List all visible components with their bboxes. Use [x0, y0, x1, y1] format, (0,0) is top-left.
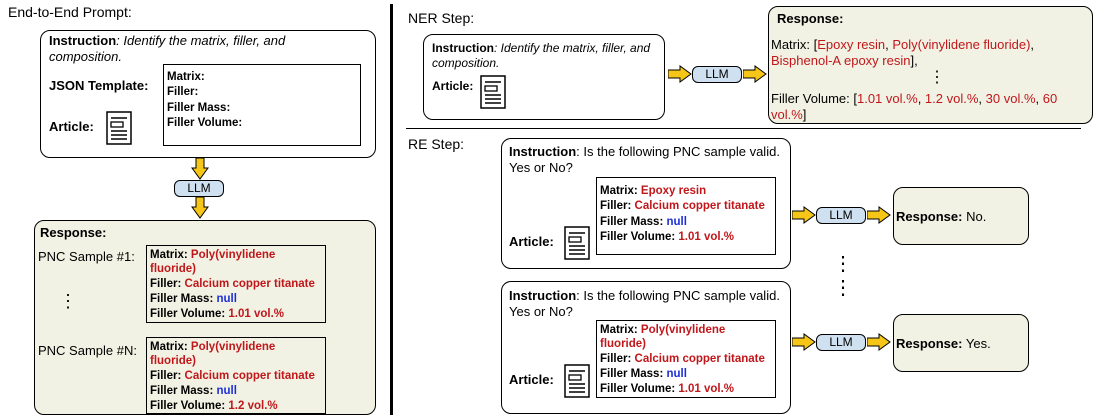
ner-prompt-box: Instruction: Identify the matrix, filler… — [423, 34, 665, 120]
llm-block: LLM — [816, 207, 866, 224]
right-arrow-icon — [792, 333, 816, 351]
instruction-text: Instruction: Identify the matrix, filler… — [49, 33, 286, 64]
re-sample-2-filler-volume: Filler Volume: 1.01 vol.% — [600, 383, 735, 395]
down-arrow-icon — [191, 158, 209, 180]
right-arrow-icon — [743, 65, 767, 83]
template-field-matrix: Matrix: — [167, 71, 205, 83]
re-prompt-box-2: Instruction: Is the following PNC sample… — [501, 281, 791, 414]
sample-1-label: PNC Sample #1: — [38, 249, 135, 264]
ner-article-label: Article: — [432, 79, 474, 93]
ner-instruction-text: Instruction: Identify the matrix, filler… — [432, 41, 651, 70]
ner-response-box: Response: Matrix: [Epoxy resin, Poly(vin… — [768, 6, 1093, 124]
template-field-filler-volume: Filler Volume: — [167, 117, 243, 129]
re-step-title: RE Step: — [408, 136, 465, 152]
re-response-1: Response: No. — [896, 209, 987, 224]
sample-n-matrix: Matrix: Poly(vinylidene fluoride) — [150, 341, 276, 367]
llm-block: LLM — [692, 66, 742, 83]
sample-1-box: Matrix: Poly(vinylidene fluoride) Filler… — [146, 245, 326, 323]
end-to-end-title: End-to-End Prompt: — [8, 4, 132, 20]
sample-n-filler-volume: Filler Volume: 1.2 vol.% — [150, 400, 278, 412]
sample-n-box: Matrix: Poly(vinylidene fluoride) Filler… — [146, 337, 326, 414]
ner-response-label: Response: — [777, 11, 844, 26]
ellipsis: ⋮ — [59, 291, 77, 311]
re-sample-2-filler: Filler: Calcium copper titanate — [600, 353, 765, 365]
vertical-ellipsis: ⋮ — [833, 253, 853, 275]
re-sample-1-filler-volume: Filler Volume: 1.01 vol.% — [600, 231, 735, 243]
template-field-filler: Filler: — [167, 86, 199, 98]
document-icon — [564, 364, 590, 398]
sample-1-filler-volume: Filler Volume: 1.01 vol.% — [150, 308, 285, 320]
down-arrow-icon — [191, 197, 209, 219]
sample-1-matrix: Matrix: Poly(vinylidene fluoride) — [150, 249, 276, 275]
document-icon — [564, 226, 590, 260]
sample-n-filler: Filler: Calcium copper titanate — [150, 370, 315, 382]
document-icon — [480, 75, 506, 109]
re-sample-box-1: Matrix: Epoxy resin Filler: Calcium copp… — [596, 177, 776, 255]
template-field-filler-mass: Filler Mass: — [167, 102, 231, 114]
end-to-end-prompt-box: Instruction: Identify the matrix, filler… — [40, 30, 376, 158]
re-article-label: Article: — [509, 234, 554, 249]
response-label: Response: — [40, 225, 107, 240]
right-arrow-icon — [668, 65, 692, 83]
right-arrow-icon — [792, 206, 816, 224]
re-response-box-1: Response: No. — [893, 187, 1029, 245]
re-response-box-2: Response: Yes. — [893, 314, 1029, 372]
ellipsis: ⋮ — [929, 69, 945, 86]
re-prompt-box-1: Instruction: Is the following PNC sample… — [501, 138, 791, 269]
re-sample-box-2: Matrix: Poly(vinylidene fluoride) Filler… — [596, 320, 776, 398]
step-divider — [406, 128, 1081, 129]
vertical-ellipsis: ⋮ — [833, 277, 853, 299]
re-sample-1-filler: Filler: Calcium copper titanate — [600, 200, 765, 212]
right-arrow-icon — [867, 206, 891, 224]
re-sample-2-filler-mass: Filler Mass: null — [600, 368, 687, 380]
json-template-label: JSON Template: — [49, 78, 149, 93]
sample-n-label: PNC Sample #N: — [38, 343, 137, 358]
re-instruction-text: Instruction: Is the following PNC sample… — [509, 144, 780, 175]
sample-1-filler-mass: Filler Mass: null — [150, 293, 237, 305]
right-arrow-icon — [867, 333, 891, 351]
sample-n-filler-mass: Filler Mass: null — [150, 385, 237, 397]
article-label: Article: — [49, 119, 94, 134]
re-response-2: Response: Yes. — [896, 336, 991, 351]
section-divider — [390, 4, 393, 415]
document-icon — [106, 111, 132, 145]
end-to-end-response-box: Response: PNC Sample #1: Matrix: Poly(vi… — [34, 220, 376, 415]
re-article-label: Article: — [509, 372, 554, 387]
re-sample-1-filler-mass: Filler Mass: null — [600, 216, 687, 228]
ner-matrix-list: Matrix: [Epoxy resin, Poly(vinylidene fl… — [771, 37, 1035, 68]
sample-1-filler: Filler: Calcium copper titanate — [150, 278, 315, 290]
re-sample-1-matrix: Matrix: Epoxy resin — [600, 185, 707, 197]
re-instruction-text: Instruction: Is the following PNC sample… — [509, 288, 780, 319]
ner-step-title: NER Step: — [408, 10, 475, 26]
re-sample-2-matrix: Matrix: Poly(vinylidene fluoride) — [600, 324, 726, 350]
json-template-box: Matrix: Filler: Filler Mass: Filler Volu… — [163, 64, 361, 146]
llm-block: LLM — [174, 180, 224, 197]
llm-block: LLM — [816, 334, 866, 351]
ner-filler-volume-list: Filler Volume: [1.01 vol.%, 1.2 vol.%, 3… — [771, 91, 1058, 122]
